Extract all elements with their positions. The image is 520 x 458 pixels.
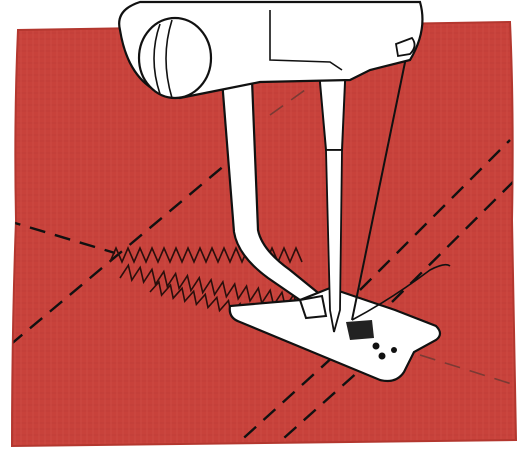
foot-hole-2 <box>379 353 386 360</box>
presser-foot-toe <box>300 296 326 318</box>
foot-hole-1 <box>373 343 380 350</box>
foot-hole-3 <box>391 347 397 353</box>
fabric-swatch <box>12 22 516 446</box>
fabric <box>12 22 516 446</box>
foot-slot <box>346 320 374 340</box>
handwheel <box>139 18 211 98</box>
